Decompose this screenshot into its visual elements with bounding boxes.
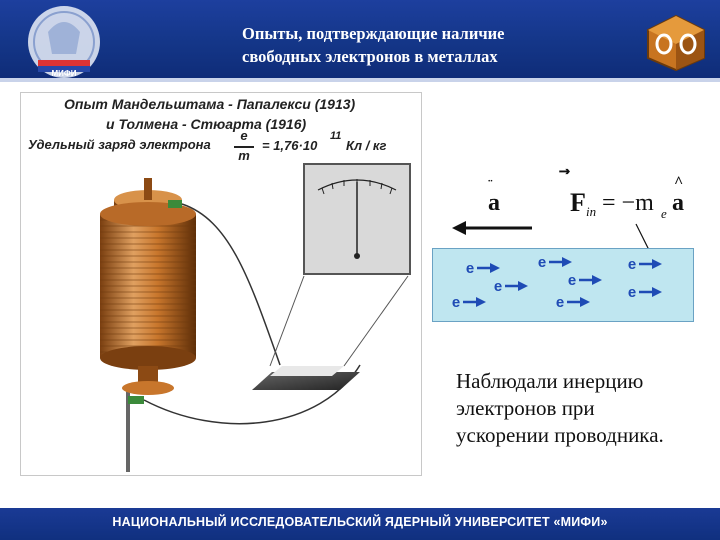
electron-arrow-head — [652, 259, 662, 269]
observation-line-3: ускорении проводника. — [456, 423, 664, 447]
electron-symbol: e — [494, 278, 502, 295]
force-subscript: in — [586, 204, 597, 219]
electron-symbol: e — [556, 294, 564, 311]
electron-arrow-head — [490, 263, 500, 273]
figure-caption-line-2: и Толмена - Стюарта (1916) — [106, 116, 307, 132]
galvanometer-base — [252, 372, 360, 390]
slide-title: Опыты, подтверждающие наличие свободных … — [242, 22, 622, 68]
footer-university-name: НАЦИОНАЛЬНЫЙ ИССЛЕДОВАТЕЛЬСКИЙ ЯДЕРНЫЙ У… — [112, 515, 608, 529]
support-rod — [126, 386, 130, 472]
accel-symbol-2: a — [672, 190, 684, 216]
electron-symbol: e — [452, 294, 460, 311]
experiment-figure — [20, 92, 422, 476]
force-symbol: F — [570, 188, 586, 217]
electron-symbol: e — [628, 284, 636, 301]
electron-2: e — [538, 254, 572, 271]
electron-symbol: e — [466, 260, 474, 277]
mephi-emblem-logo: МИФИ — [28, 6, 100, 78]
title-line-1: Опыты, подтверждающие наличие — [242, 24, 505, 43]
electron-arrow-head — [580, 297, 590, 307]
observation-line-1: Наблюдали инерцию — [456, 369, 644, 393]
charge-unit: Кл / кг — [346, 138, 387, 153]
fraction-denominator: m — [238, 148, 250, 163]
electron-3: e — [628, 256, 662, 273]
force-arrows — [452, 221, 649, 248]
electron-arrow-head — [562, 257, 572, 267]
svg-text:МИФИ: МИФИ — [52, 69, 77, 78]
header-bar — [0, 0, 720, 78]
electron-4: e — [494, 278, 528, 295]
figure-caption-line-1: Опыт Мандельштама - Папалекси (1913) — [64, 96, 356, 112]
observation-line-2: электронов при — [456, 396, 595, 420]
accel-hat: ^ — [674, 174, 684, 191]
electron-7: e — [556, 294, 590, 311]
electron-symbol: e — [538, 254, 546, 271]
electron-arrow-head — [518, 281, 528, 291]
electron-1: e — [466, 260, 500, 277]
electron-6: e — [452, 294, 486, 311]
observation-text: Наблюдали инерцию электронов при ускорен… — [456, 368, 716, 449]
cube-logo-icon — [647, 14, 705, 72]
electron-symbol: e — [628, 256, 636, 273]
electron-8: e — [628, 284, 662, 301]
footer-gap — [0, 503, 720, 508]
electron-5: e — [568, 272, 602, 289]
electron-arrow-head — [592, 275, 602, 285]
apparatus-drawing — [100, 163, 411, 472]
mass-subscript: e — [661, 206, 667, 221]
electron-arrow-head — [476, 297, 486, 307]
charge-label: Удельный заряд электрона — [28, 137, 211, 152]
charge-exponent: 11 — [330, 130, 342, 142]
fraction-bar — [234, 146, 254, 148]
electron-arrow-head — [652, 287, 662, 297]
charge-value: = 1,76·10 — [262, 138, 318, 153]
force-rhs: = −m — [602, 190, 654, 216]
electron-symbol: e — [568, 272, 576, 289]
accel-symbol: a — [488, 190, 500, 216]
title-line-2: свободных электронов в металлах — [242, 47, 498, 66]
accel-dots: ¨ — [488, 178, 493, 193]
footer-bar — [0, 508, 720, 540]
header-divider — [0, 78, 720, 82]
fraction-numerator: e — [240, 128, 248, 143]
